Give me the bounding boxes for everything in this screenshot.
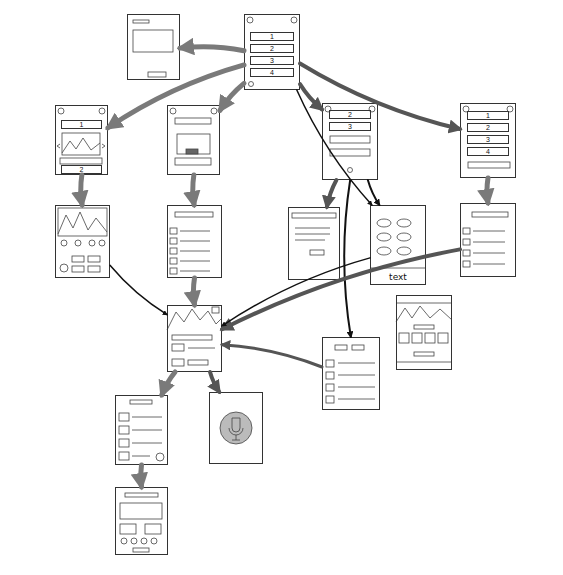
flow-arrow <box>222 345 322 367</box>
flow-arrow <box>297 90 372 205</box>
flow-arrow <box>327 180 337 207</box>
button-box: 3 <box>329 122 371 131</box>
flow-arrow <box>344 180 351 337</box>
button-box: 2 <box>61 165 102 174</box>
button-box: 2 <box>329 110 371 119</box>
screen-box: 23 <box>322 103 378 180</box>
flow-arrow <box>222 249 460 329</box>
screen-box <box>115 487 168 555</box>
flow-arrow <box>220 83 244 110</box>
screen-box <box>288 207 340 280</box>
button-box: 1 <box>61 120 102 129</box>
button-box: 4 <box>250 68 294 77</box>
screen-box <box>167 205 222 278</box>
flow-arrow <box>81 175 82 205</box>
flow-arrow <box>108 65 244 128</box>
flow-arrow <box>138 465 144 487</box>
screen-box <box>55 205 110 278</box>
screen-box <box>167 105 220 175</box>
screen-box <box>167 305 222 372</box>
button-label: 4 <box>270 69 274 77</box>
screen-box: 1 2 3 4 <box>244 14 300 90</box>
button-label: 1 <box>80 121 84 129</box>
screen-box <box>127 14 180 80</box>
flow-arrow <box>210 372 219 392</box>
screen-label: text <box>371 272 425 282</box>
flow-arrow <box>222 258 370 326</box>
screen-box <box>209 392 263 464</box>
screen-box <box>322 337 380 410</box>
screen-box: text <box>370 205 426 285</box>
flow-arrow <box>300 63 460 129</box>
button-label: 2 <box>348 111 352 119</box>
button-label: 2 <box>486 124 490 132</box>
screen-box <box>396 295 452 370</box>
button-box: 4 <box>467 147 509 156</box>
flow-arrow <box>193 278 194 305</box>
flow-arrow <box>162 372 175 395</box>
button-label: 1 <box>270 33 274 41</box>
flow-arrow <box>193 175 194 205</box>
flow-arrow <box>487 178 488 203</box>
screen-box <box>460 203 516 277</box>
button-box: 2 <box>467 123 509 132</box>
button-box: 3 <box>250 56 294 65</box>
flow-arrow <box>110 265 167 314</box>
screen-box: 1 2 3 4 <box>460 103 516 178</box>
button-label: 1 <box>486 112 490 120</box>
button-box: 1 <box>467 111 509 120</box>
flow-arrow <box>300 84 322 109</box>
button-label: 4 <box>486 148 490 156</box>
screen-details <box>57 17 513 552</box>
button-label: 3 <box>270 57 274 65</box>
button-label: 2 <box>80 166 84 174</box>
screen-box: 12 <box>55 105 108 175</box>
flow-arrow <box>368 180 380 205</box>
flow-arrow <box>180 47 244 51</box>
button-label: 3 <box>486 136 490 144</box>
screen-box <box>115 395 168 465</box>
button-label: 2 <box>270 45 274 53</box>
button-box: 1 <box>250 32 294 41</box>
button-box: 3 <box>467 135 509 144</box>
button-box: 2 <box>250 44 294 53</box>
button-label: 3 <box>348 123 352 131</box>
